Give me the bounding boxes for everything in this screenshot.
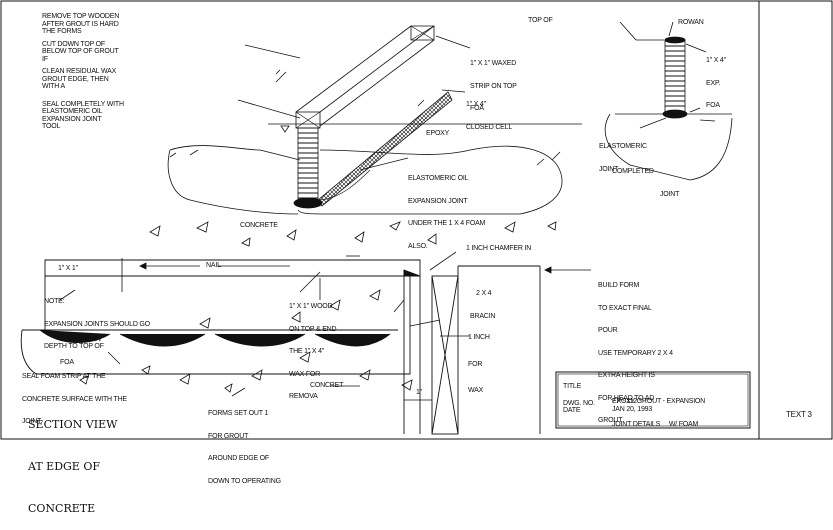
- step-line: REMOVE TOP WOODEN: [42, 13, 120, 20]
- step-line: WITH A: [42, 83, 65, 90]
- title-value: EPOXY GROUT - EXPANSION JOINT DETAILS W/…: [612, 398, 706, 428]
- step-line: CUT DOWN TOP OF: [42, 40, 105, 48]
- leader-lines: [169, 21, 716, 171]
- title-label: TITLE: [563, 383, 582, 390]
- step-line: IF: [42, 55, 48, 63]
- completed-joint-hatch: [665, 45, 685, 107]
- upper-isometric-view: [167, 25, 582, 215]
- step-line: ELASTOMERIC OIL: [42, 108, 103, 115]
- section-view: [20, 259, 541, 435]
- closed-cell-label: 1" X 4" CLOSED CELL: [466, 101, 513, 131]
- seal-strip-label: SEAL FOAM STRIP AT THE CONCRETE SURFACE …: [22, 373, 127, 425]
- step-line: SEAL COMPLETELY WITH: [42, 100, 124, 108]
- section-title: SECTION VIEW AT EDGE OF CONCRETE: [28, 418, 118, 515]
- open-foam-label: 1" X 4" OPEN FOA: [60, 336, 101, 366]
- step-line: GROUT EDGE, THEN: [42, 75, 109, 83]
- concrete-upper-label: CONCRETE: [240, 222, 278, 229]
- outer-border: [0, 0, 833, 440]
- aggregate-upper: [149, 221, 557, 247]
- block-hatch: [298, 132, 318, 199]
- drawing-sheet: [0, 0, 833, 440]
- two-by-four-label: 2 X 4 BRACIN: [470, 290, 496, 320]
- concret-lower-label: CONCRET: [310, 382, 344, 389]
- one-by-one-label: 1" X 1": [58, 265, 78, 272]
- date-value: JAN 20, 1993: [612, 406, 653, 413]
- title-block: [555, 371, 751, 429]
- completed-joint-view: [604, 36, 733, 181]
- step-line: EXPANSION JOINT: [42, 115, 102, 123]
- instruction-steps: REMOVE TOP WOODEN AFTER GROUT IS HARD TH…: [42, 13, 152, 131]
- step-line: BELOW TOP OF GROUT: [42, 48, 119, 55]
- one-in-dimension: 1": [416, 389, 422, 396]
- step-line: CLEAN RESIDUAL WAX: [42, 68, 117, 75]
- epoxy-label: EPOXY: [426, 130, 450, 137]
- dwg-label: DWG. NO.: [563, 400, 595, 407]
- dwg-value: EX - 112: [612, 398, 638, 405]
- step-line: TOOL: [42, 123, 61, 130]
- wood-end-label: 1" X 1" WOOD ON TOP & END THE 1" X 4" WA…: [289, 303, 337, 400]
- nail-label: NAIL: [206, 262, 221, 269]
- elastomeric-under-label: ELASTOMERIC OIL EXPANSION JOINT UNDER TH…: [408, 175, 486, 250]
- aggregate-lower: [79, 289, 413, 393]
- forms-set-label: FORMS SET OUT 1 FOR GROUT AROUND EDGE OF…: [208, 410, 281, 485]
- rowan-label: ROWAN: [678, 19, 704, 26]
- one-inch-label: 1 INCH FOR WAX: [468, 334, 490, 394]
- step-line: AFTER GROUT IS HARD: [42, 20, 119, 28]
- chamfer-label: 1 INCH CHAMFER IN: [466, 245, 532, 252]
- elastomeric-joint-label: ELASTOMERIC JOINT: [599, 143, 647, 173]
- expansion-note: NOTE: EXPANSION JOINTS SHOULD GO DEPTH T…: [44, 298, 150, 350]
- waxed-strip-label: 1" X 1" WAXED STRIP ON TOP FOA: [470, 60, 517, 112]
- date-label: DATE: [563, 407, 581, 414]
- section-leaders: [59, 251, 591, 401]
- build-form-label: BUILD FORM TO EXACT FINAL POUR USE TEMPO…: [598, 282, 673, 424]
- completed-joint-label: COMPLETED JOINT: [612, 168, 680, 198]
- top-of-label: TOP OF: [528, 17, 553, 24]
- foam-1x4-label: 1" X 4" EXP. FOA: [706, 57, 726, 109]
- sheet-text-label: TEXT 3: [786, 410, 812, 419]
- step-line: THE FORMS: [42, 28, 82, 35]
- title-block-inner: [557, 373, 749, 427]
